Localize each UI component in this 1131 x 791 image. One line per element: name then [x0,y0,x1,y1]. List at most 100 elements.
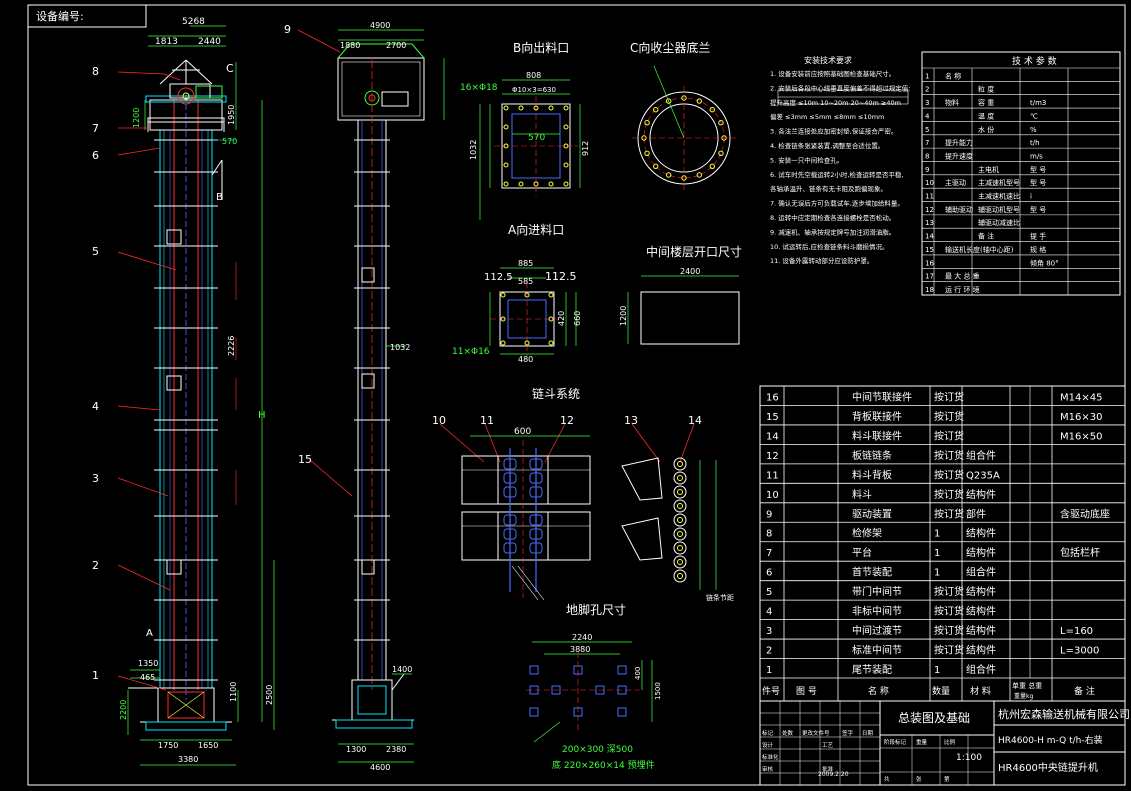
bom-header-qty: 数量 [932,685,950,697]
chain-roller [673,541,687,555]
bom-header-drawing: 图 号 [796,686,817,697]
bolt-hole [563,181,569,187]
front-elevation [127,25,275,766]
bolt-hole [563,143,569,149]
part-marker-6: 6 [92,149,99,162]
a-dim-112b: 112.5 [484,272,513,283]
tech-row-item: 备 注 [978,232,994,241]
bolt-hole [563,162,569,168]
title-small-label: 批准 [822,765,834,773]
ah-dim-1500: 1500 [654,682,662,700]
cb-dim-600: 600 [514,427,531,437]
tech-row-no: 1 [925,72,929,80]
bom-qty: 按订货 [934,468,964,481]
bom-material: 组合件 [966,663,996,676]
chain-pin [677,489,683,495]
anchor-hole [617,685,627,695]
bom-header-weight-unit: 重量kg [1014,692,1033,700]
bolt-hole [524,340,530,346]
bom-material: 结构件 [966,488,996,501]
bolt-hole [563,124,569,130]
anchor-hole [529,685,539,695]
bolt-hole [503,124,509,130]
bom-name: 带门中间节 [852,585,902,598]
a-dim-660: 660 [573,311,582,326]
tech-row-no: 3 [925,99,929,107]
a-dim-885: 885 [518,259,533,268]
bom-no: 8 [766,529,772,540]
part-marker-9: 9 [284,23,291,36]
chain-link [529,472,543,484]
a-dim-420: 420 [557,311,566,326]
chain-pin [677,545,683,551]
anchor-hole [573,665,583,675]
title-small-label: 张 [916,775,922,783]
title-date: 2009.2.20 [818,771,849,778]
bom-qty: 按订货 [934,605,964,618]
chain-pin [677,461,683,467]
tech-row-no: 15 [925,246,934,254]
tech-row-unit: 型 号 [1030,178,1046,187]
tech-row-unit: ℃ [1030,112,1038,120]
bom-name: 驱动装置 [852,507,892,520]
bom-qty: 按订货 [934,390,964,403]
note-line: 8. 运转中应定期检查各连接螺栓是否松动。 [770,213,895,222]
tech-row-item: 水 份 [978,125,994,134]
title-small-label: 阶段标记 [884,738,907,746]
bom-no: 15 [766,412,779,423]
part-marker-5: 5 [92,245,99,258]
dim-h: H [258,410,266,421]
dim-1650: 1650 [198,741,218,750]
tech-row-no: 17 [925,273,934,281]
part-marker-3: 3 [92,472,99,485]
floor-dim-2400: 2400 [680,267,700,276]
tech-row-unit: t/h [1030,139,1040,147]
bom-qty: 按订货 [934,507,964,520]
dim-1813: 1813 [155,37,178,47]
tech-row-no: 9 [925,166,929,174]
tech-row-group: 运 行 环 境 [945,285,980,294]
side-dims: 4900 1880 2700 1032 1400 1300 2380 4600 [340,21,412,772]
bolt-hole [709,107,715,113]
anchor-hole [595,685,605,695]
note-line: 7. 确认无误后方可负载试车,逐步增加给料量。 [770,199,904,208]
front-dims: 5268 1813 2440 1200 1950 570 H 2226 1350… [119,17,274,764]
bom-name: 标准中间节 [852,644,902,657]
anchor-hole [551,685,561,695]
bom-remark: M14×45 [1060,392,1102,403]
title-small-label: 共 [884,775,890,783]
tech-params-title: 技 术 参 数 [1012,55,1057,67]
bolt-hole [665,98,672,104]
title-small-label: 重量 [916,738,928,746]
part-marker-7: 7 [92,122,99,135]
chain-roller [673,457,687,471]
view-b-letter: B [216,192,223,203]
anchor-hole [573,707,583,717]
tech-row-item: 温 度 [978,111,994,120]
bom-qty: 按订货 [934,449,964,462]
tech-row-unit: 倾角 80° [1030,258,1059,267]
tech-row-item: 主减速机型号 [978,178,1020,187]
bom-name: 中间节联接件 [852,390,912,403]
note-line: 1. 设备安装前应按照基础图检查基础尺寸。 [770,69,895,78]
note-line: 4. 检查链条张紧装置,调整至合适位置。 [770,141,884,150]
chain-roller [673,527,687,541]
bom-qty: 按订货 [934,644,964,657]
title-small-label: 日期 [862,730,874,737]
dim-4600: 4600 [370,763,390,772]
dim-5268: 5268 [182,17,205,27]
bom-qty: 按订货 [934,624,964,637]
chain-link [503,486,517,498]
tech-row-unit: t/m3 [1030,99,1046,107]
bolt-hole [500,316,506,322]
a-dim-480: 480 [518,355,533,364]
tech-row-unit: m/s [1030,152,1043,160]
install-notes: 安装技术要求 1. 设备安装前应按照基础图检查基础尺寸。2. 安装后各段中心线垂… [770,55,910,265]
ah-dim-3880: 3880 [570,645,590,654]
bolt-hole [653,163,659,169]
title-small-label: 审核 [762,765,774,773]
bom-header-weight: 单重 总重 [1012,681,1042,690]
note-line: 6. 试车时先空载运转2小时,检查运转是否平稳, [770,170,904,179]
equipment-no-label: 设备编号: [36,9,84,23]
bom-qty: 按订货 [934,585,964,598]
